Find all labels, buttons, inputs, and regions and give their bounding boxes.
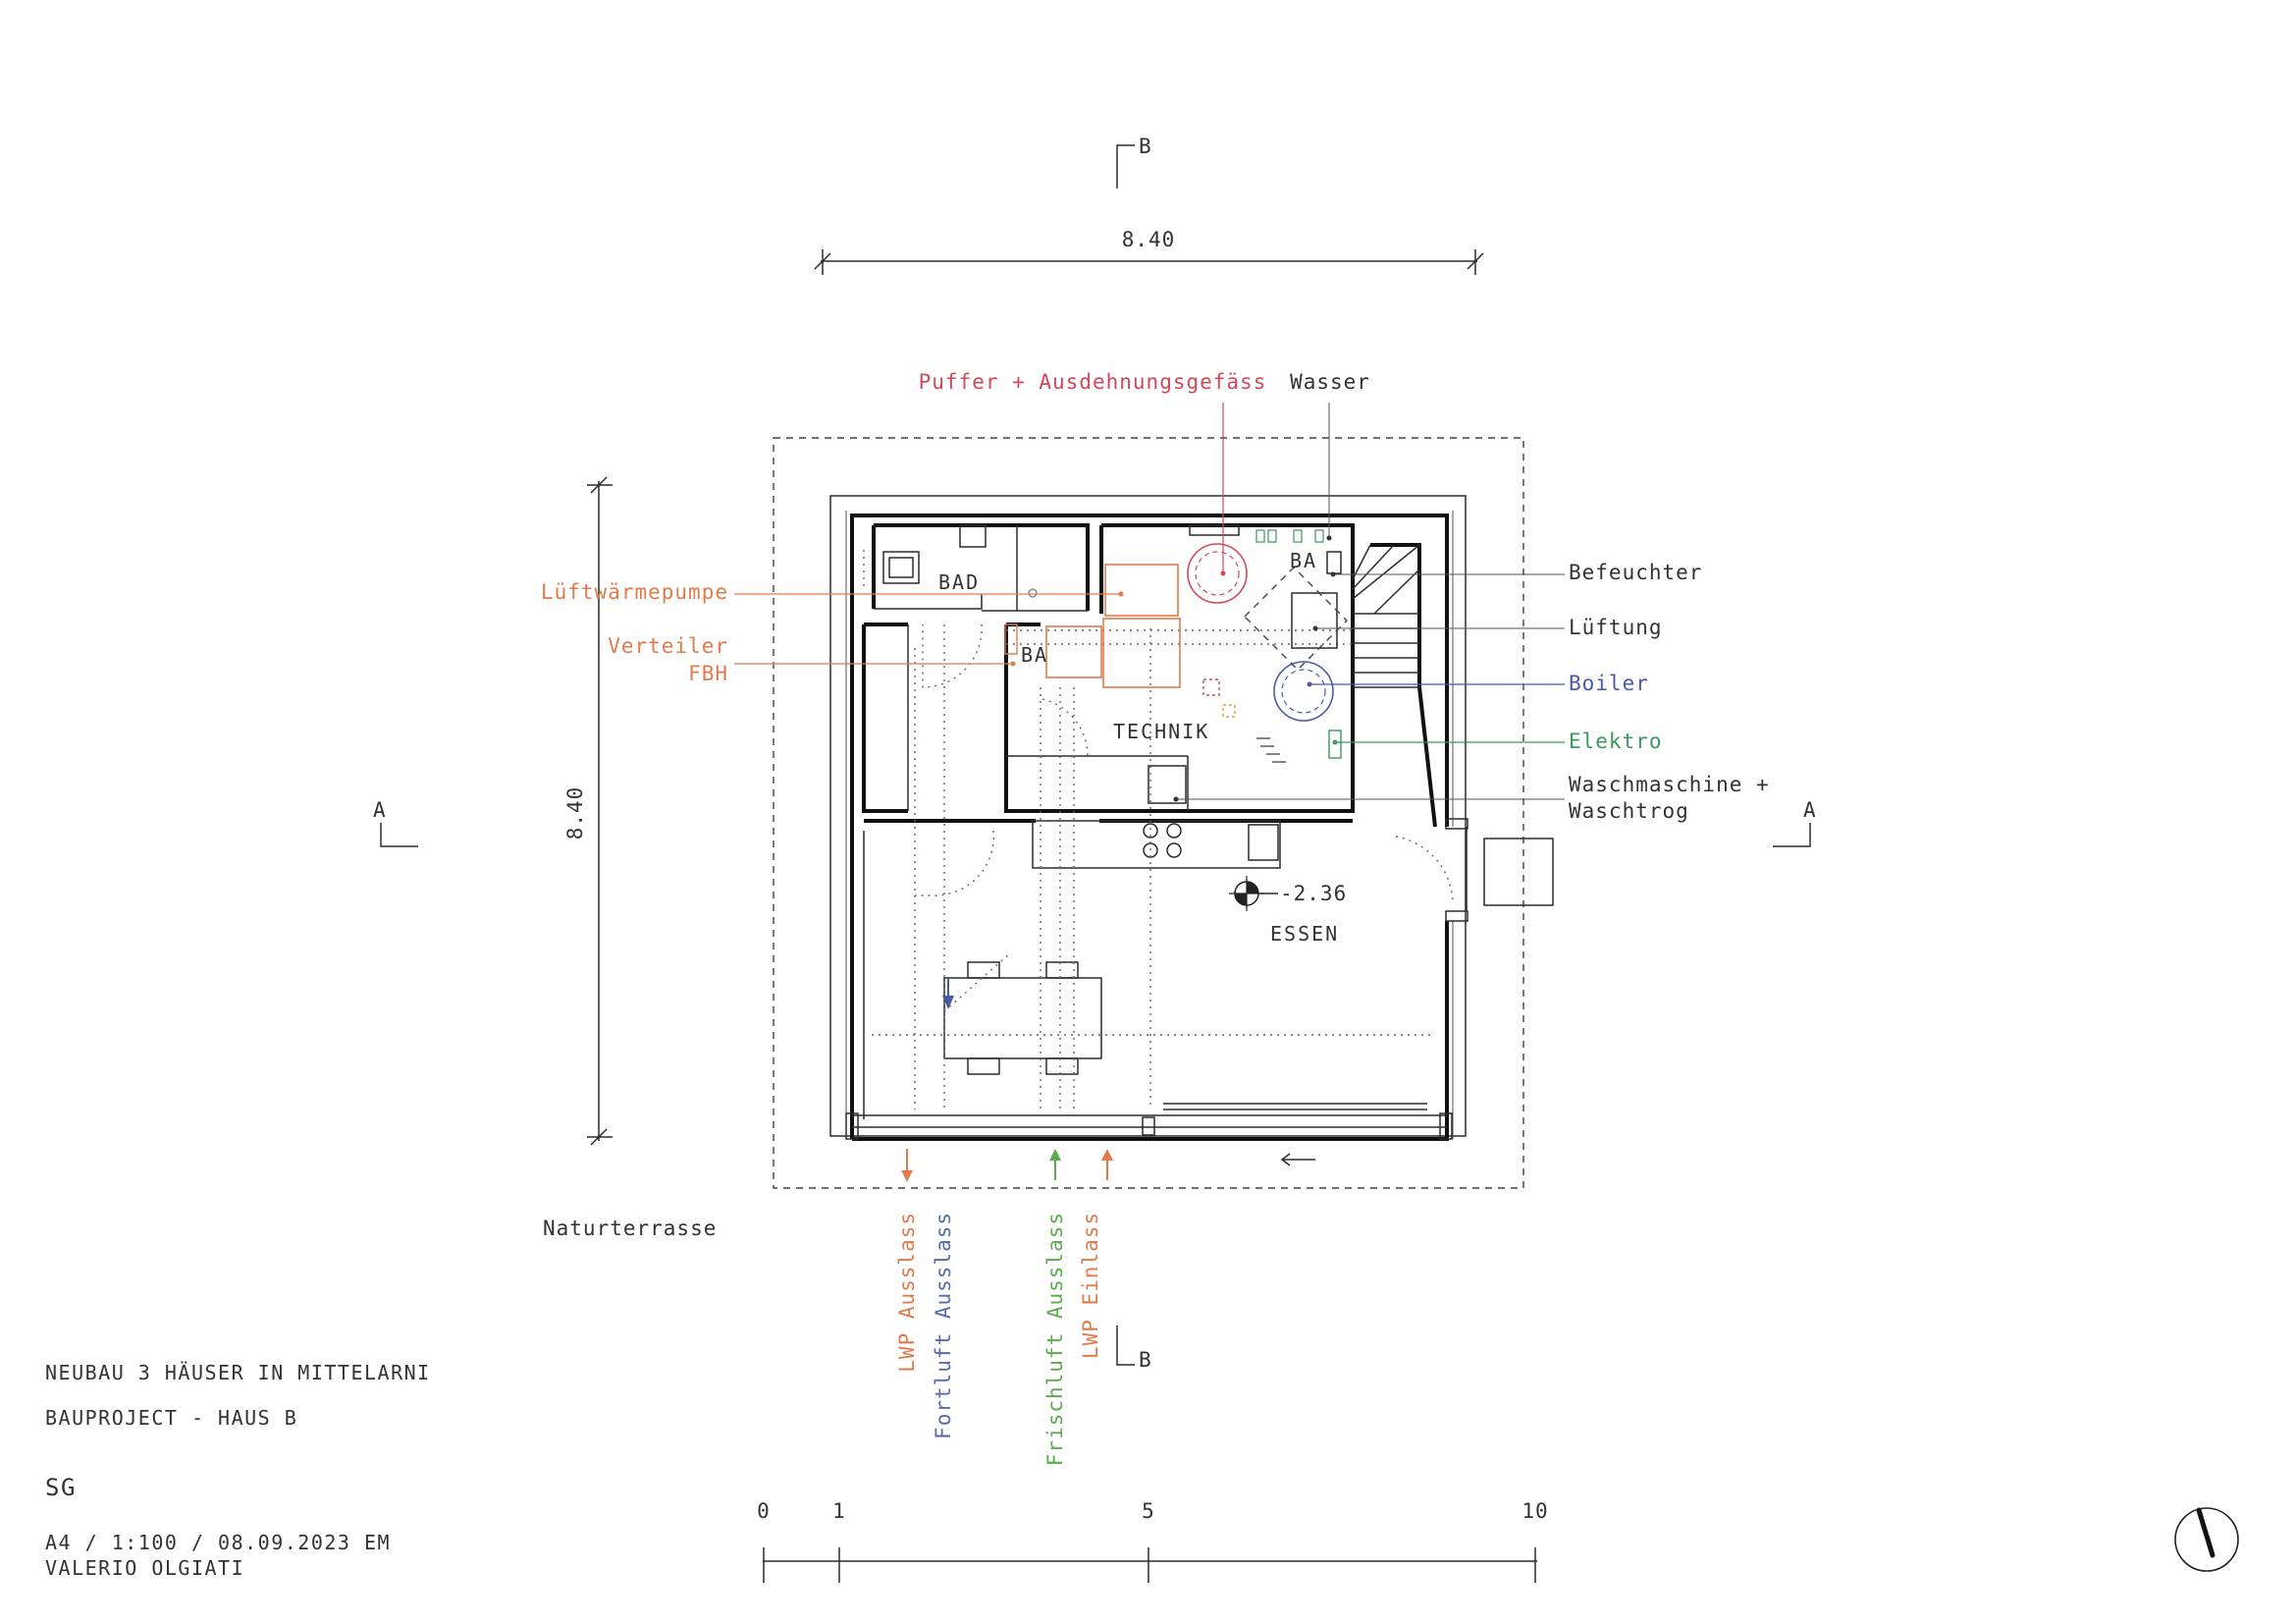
dimension-width-label: 8.40 [1122,228,1176,251]
annotation-wasser-label: Wasser [1290,370,1370,394]
annotation-verteiler-label-1: Verteiler [608,634,728,658]
scale-tick-5: 5 [1142,1499,1155,1523]
ventilation-unit [1148,524,1348,804]
buffer-tank [1187,543,1248,718]
terrace-label: Naturterrasse [543,1217,717,1240]
dimension-height: 8.40 [563,476,613,1146]
section-label-a-right: A [1803,798,1817,822]
annotation-puffer-label: Puffer + Ausdehnungsgefäss [919,370,1267,394]
sheet-info: A4 / 1:100 / 08.09.2023 EM [45,1531,391,1554]
duct-lwp-einlass-label: LWP Einlass [1079,1212,1102,1359]
duct-frischluft: Frischluft Ausslass [1043,1149,1067,1466]
room-label-technik: TECHNIK [1113,720,1209,743]
entrance-arrow-icon [1280,1153,1315,1166]
annotation-luftwaermepumpe-label: Lüftwärmepumpe [541,580,728,604]
bathroom-fixtures [863,524,1038,598]
kitchen [1032,820,1281,869]
duct-fortluft: Fortluft Ausslass [932,978,955,1439]
exterior-box [1483,838,1554,906]
floor-label: SG [45,1474,77,1501]
room-label-bad: BAD [938,570,980,594]
annotation-luftwaermepumpe: Lüftwärmepumpe [541,580,1124,604]
annotation-befeuchter: Befeuchter [1330,561,1702,584]
scale-bar: 0 1 5 10 [757,1499,1548,1583]
site-boundary [773,437,1524,1189]
project-phase: BAUPROJECT - HAUS B [45,1406,297,1430]
architect-name: VALERIO OLGIATI [45,1556,244,1580]
section-mark-a-left: A [373,798,418,847]
annotation-verteiler-label-2: FBH [688,662,728,685]
duct-lwp-auslass: LWP Ausslass [895,1149,919,1373]
level-marker: -2.36 [1229,876,1347,911]
annotation-lueftung-label: Lüftung [1569,616,1663,639]
duct-lwp-auslass-label: LWP Ausslass [895,1212,919,1373]
section-mark-b-bottom: B [1116,1326,1152,1372]
section-label-a-left: A [373,798,387,822]
annotation-boiler-label: Boiler [1569,672,1649,695]
scale-tick-10: 10 [1522,1499,1548,1523]
duct-frischluft-label: Frischluft Ausslass [1043,1212,1067,1466]
annotation-waschmaschine-label-2: Waschtrog [1569,799,1689,823]
dimension-width: 8.40 [814,228,1484,275]
annotation-verteiler: Verteiler FBH [608,634,1016,685]
door-swings [914,623,1454,1110]
boiler-tank [1273,661,1334,722]
section-label-b-top: B [1139,135,1152,158]
exterior-walls [845,511,1468,1141]
heat-pump-equipment [1004,564,1181,688]
window-terrace [852,1034,1447,1136]
section-mark-b-top: B [1116,135,1152,189]
level-label: -2.36 [1280,882,1347,905]
scale-tick-0: 0 [757,1499,771,1523]
room-label-essen: ESSEN [1270,922,1339,946]
annotation-puffer: Puffer + Ausdehnungsgefäss [919,370,1267,576]
section-mark-a-right: A [1773,798,1817,847]
annotation-elektro-label: Elektro [1569,730,1663,753]
level-marker-icon [1229,876,1264,911]
room-label-ba-lower: BA [1021,643,1048,667]
section-label-b-bottom: B [1139,1348,1152,1372]
annotation-boiler: Boiler [1307,672,1649,695]
duct-fortluft-label: Fortluft Ausslass [932,1212,955,1439]
room-label-ba-upper: BA [1290,549,1317,572]
annotation-wasser: Wasser [1290,370,1370,541]
scale-tick-1: 1 [832,1499,846,1523]
annotation-elektro: Elektro [1332,730,1663,753]
dimension-height-label: 8.40 [563,786,587,840]
annotation-befeuchter-label: Befeuchter [1569,561,1702,584]
annotation-lueftung: Lüftung [1312,616,1663,639]
duct-lwp-einlass: LWP Einlass [1079,1149,1113,1359]
project-name: NEUBAU 3 HÄUSER IN MITTELARNI [45,1361,431,1384]
north-arrow-icon [2174,1507,2239,1572]
stairs [1352,543,1437,828]
annotation-waschmaschine-label-1: Waschmaschine + [1569,773,1770,796]
dining-table [943,961,1102,1075]
building-outline [829,495,1467,1137]
annotation-waschmaschine: Waschmaschine + Waschtrog [1173,773,1770,823]
